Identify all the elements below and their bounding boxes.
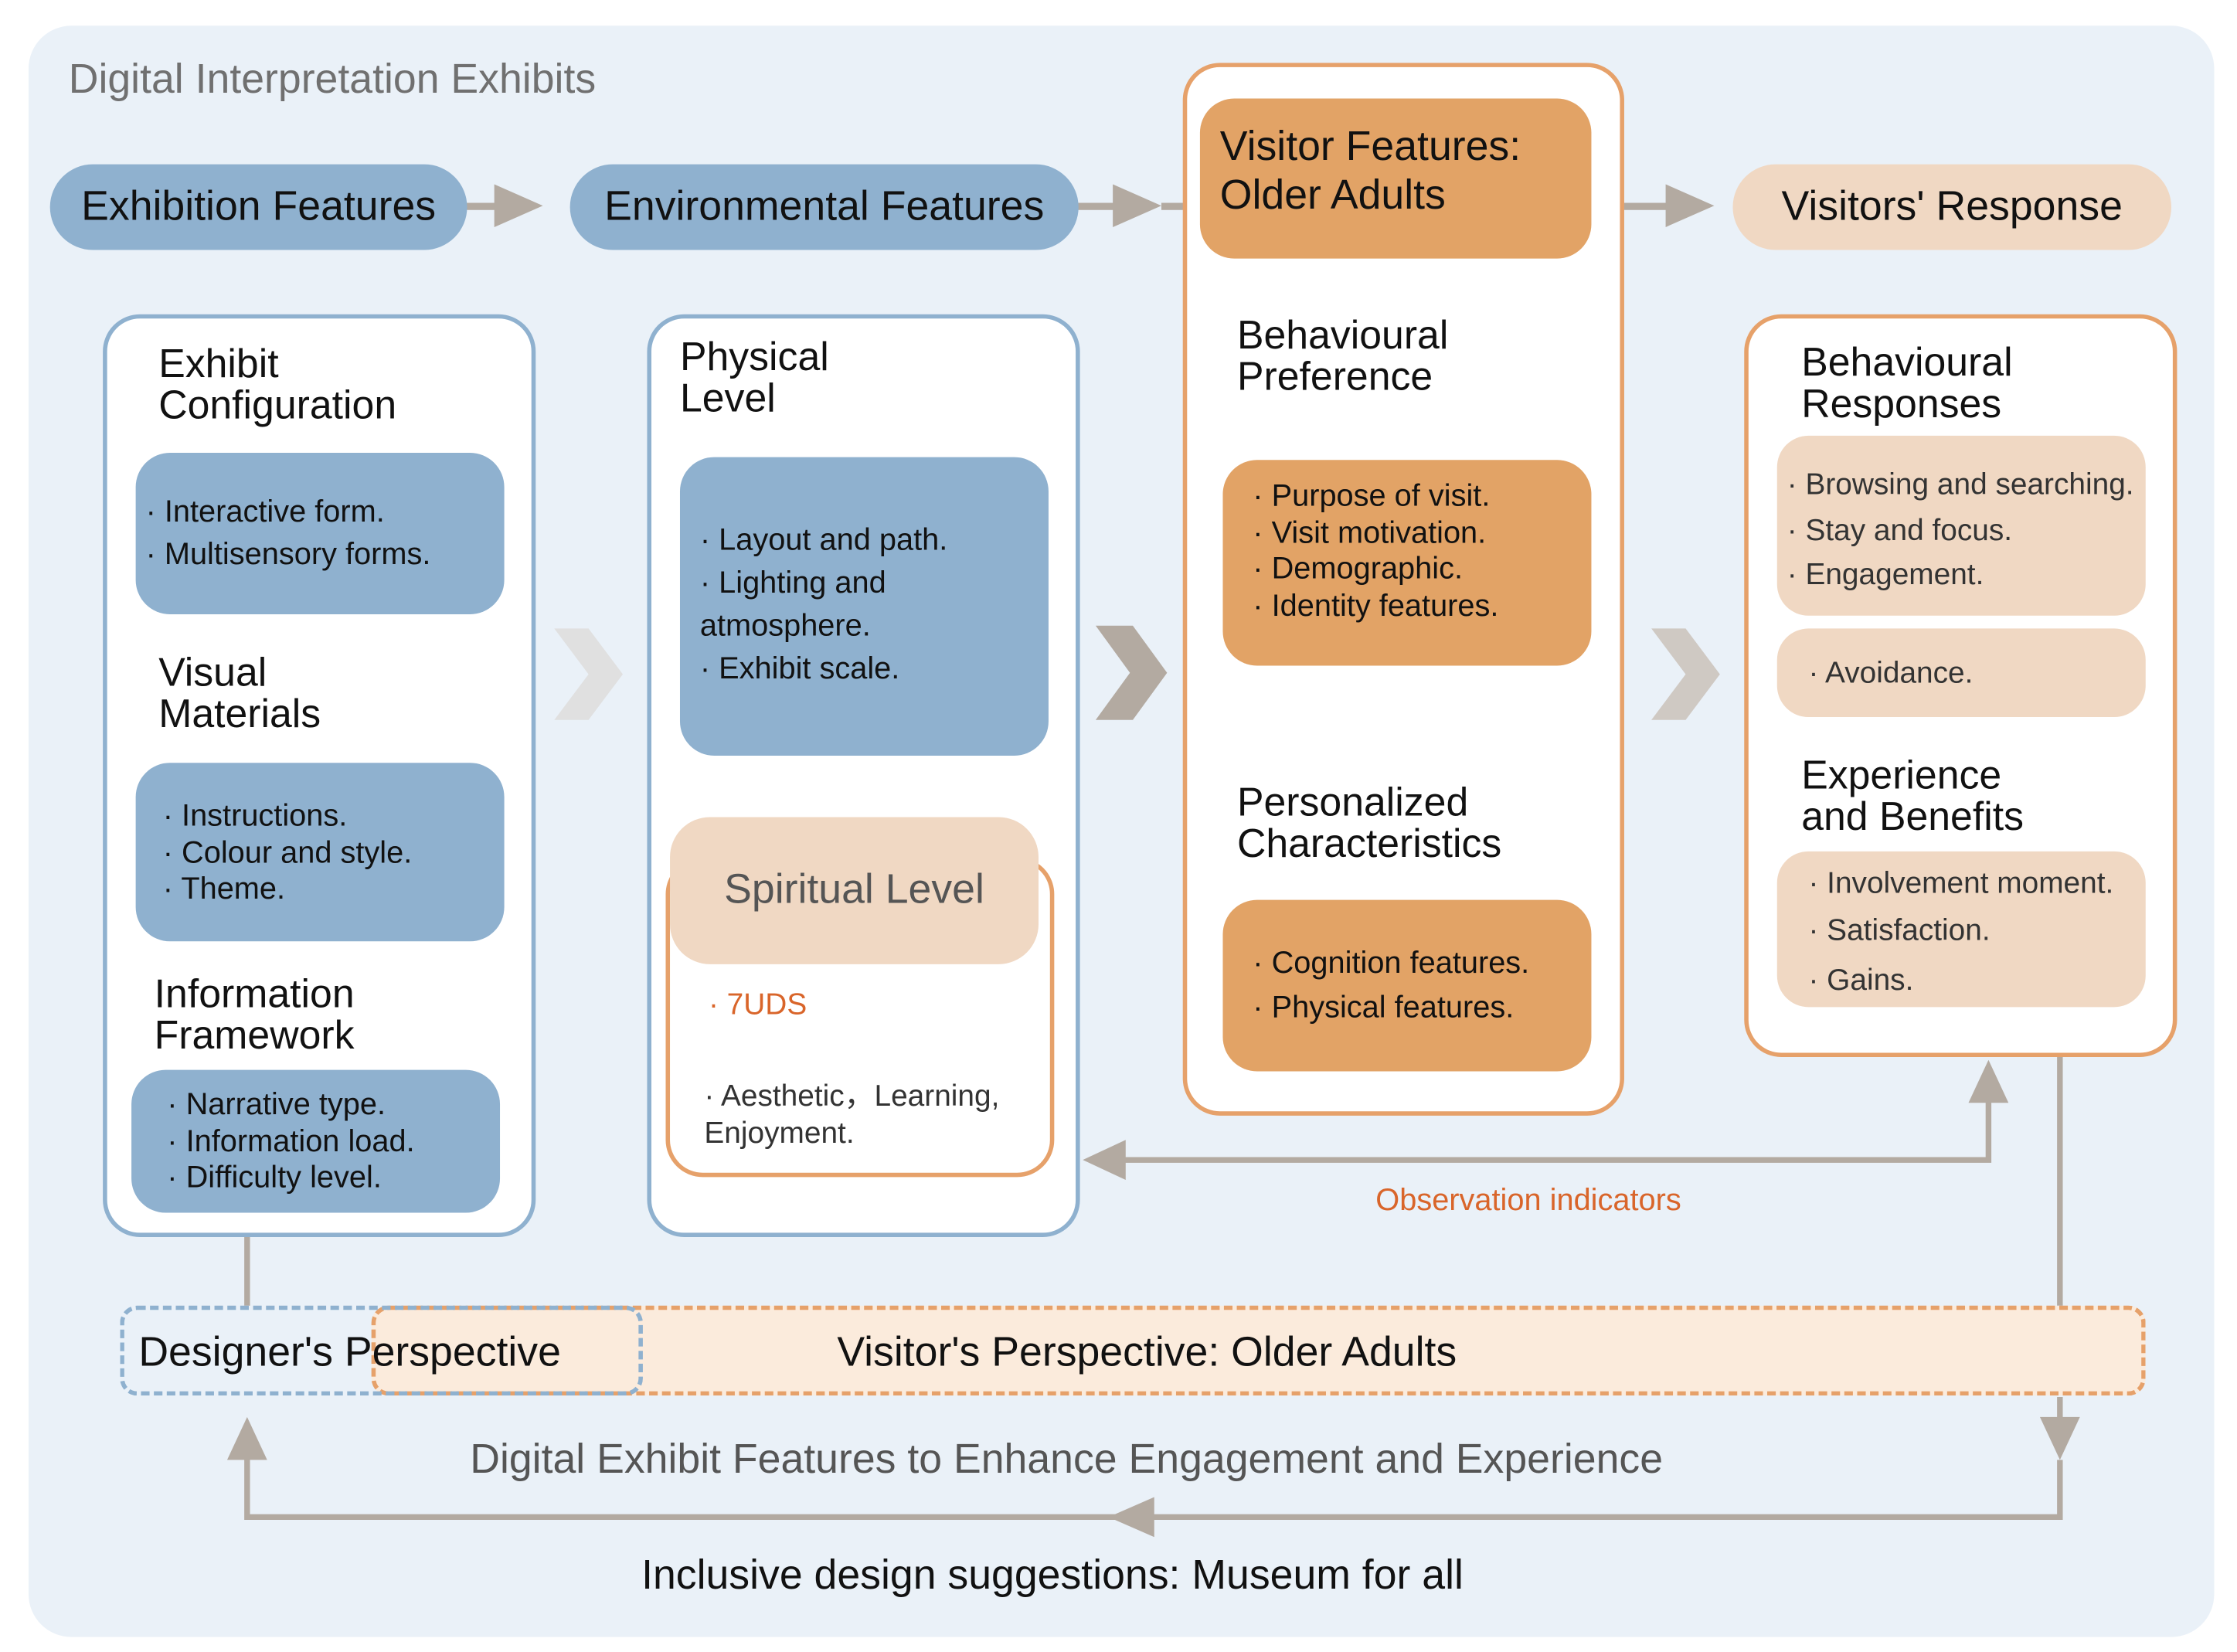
flow-exhibition-features: Exhibition Features: [49, 164, 467, 250]
experience-item-involvement: · Involvement moment.: [1808, 867, 2114, 900]
spiritual-level-heading: Spiritual Level: [670, 817, 1039, 964]
visitor-features-heading: Visitor Features: Older Adults: [1199, 98, 1592, 259]
footer-label: Inclusive design suggestions: Museum for…: [641, 1552, 1464, 1599]
personalized-characteristics-box: [1222, 899, 1592, 1072]
chevron-right-icon: [554, 628, 624, 720]
experience-benefits-heading: Experience and Benefits: [1801, 753, 2025, 839]
behavioural-preference-items: · Purpose of visit. · Visit motivation. …: [1253, 478, 1499, 623]
visual-materials-box: [135, 763, 505, 942]
diagram-title: Digital Interpretation Exhibits: [68, 56, 597, 104]
designer-perspective-box: [120, 1305, 643, 1396]
physical-level-box: [679, 457, 1049, 756]
flow-environmental-features: Environmental Features: [569, 164, 1079, 250]
behavioural-responses-heading: Behavioural Responses: [1801, 339, 2013, 426]
exhibit-configuration-items: · Interactive form. · Multisensory forms…: [145, 494, 431, 572]
arrow-head-icon: [1083, 1140, 1126, 1181]
chevron-right-icon: [1095, 625, 1168, 720]
observation-indicators-label: Observation indicators: [1375, 1182, 1681, 1218]
exhibit-configuration-box: [135, 453, 505, 614]
chevron-right-icon: [1651, 628, 1720, 720]
experience-item-satisfaction: · Satisfaction.: [1808, 914, 1991, 947]
personalized-characteristics-items: · Cognition features. · Physical feature…: [1253, 945, 1530, 1025]
physical-level-items: · Layout and path. · Lighting and atmosp…: [699, 522, 948, 686]
arrow-head-icon: [2039, 1416, 2080, 1460]
behavioural-preference-heading: Behavioural Preference: [1236, 312, 1449, 399]
experience-item-gains: · Gains.: [1808, 964, 1914, 998]
avoidance-item: · Avoidance.: [1808, 657, 1974, 690]
visitor-perspective-bar: [371, 1305, 2146, 1396]
arrow-head-icon: [226, 1416, 267, 1460]
enhance-label: Digital Exhibit Features to Enhance Enga…: [470, 1436, 1664, 1483]
spiritual-level-items: · Aesthetic，Learning, Enjoyment.: [704, 1079, 1000, 1151]
spiritual-level-tag: · 7UDS: [708, 988, 807, 1021]
physical-level-heading: Physical Level: [679, 334, 829, 420]
behavioural-preference-box: [1222, 460, 1592, 666]
exhibit-configuration-heading: Exhibit Configuration: [158, 341, 397, 427]
behavioural-responses-box: [1776, 435, 2146, 616]
flow-visitors-response: Visitors' Response: [1732, 164, 2172, 250]
arrow-head-icon: [494, 184, 543, 227]
visual-materials-heading: Visual Materials: [158, 650, 321, 736]
visitor-perspective-label: Visitor's Perspective: Older Adults: [837, 1330, 1457, 1376]
behavioural-responses-items: · Browsing and searching. · Stay and foc…: [1787, 468, 2134, 592]
arrow-head-icon: [1968, 1059, 2009, 1103]
arrow-head-icon: [1108, 1497, 1154, 1538]
personalized-characteristics-heading: Personalized Characteristics: [1236, 780, 1502, 866]
information-framework-heading: Information Framework: [154, 971, 355, 1058]
information-framework-items: · Narrative type. · Information load. · …: [167, 1086, 415, 1195]
arrow-head-icon: [1665, 184, 1715, 227]
experience-benefits-box: [1776, 851, 2146, 1008]
avoidance-box: [1776, 628, 2146, 718]
designer-perspective-label: Designer's Perspective: [138, 1330, 561, 1376]
visual-materials-items: · Instructions. · Colour and style. · Th…: [162, 798, 413, 906]
arrow-head-icon: [1113, 184, 1161, 227]
information-framework-box: [131, 1069, 501, 1213]
